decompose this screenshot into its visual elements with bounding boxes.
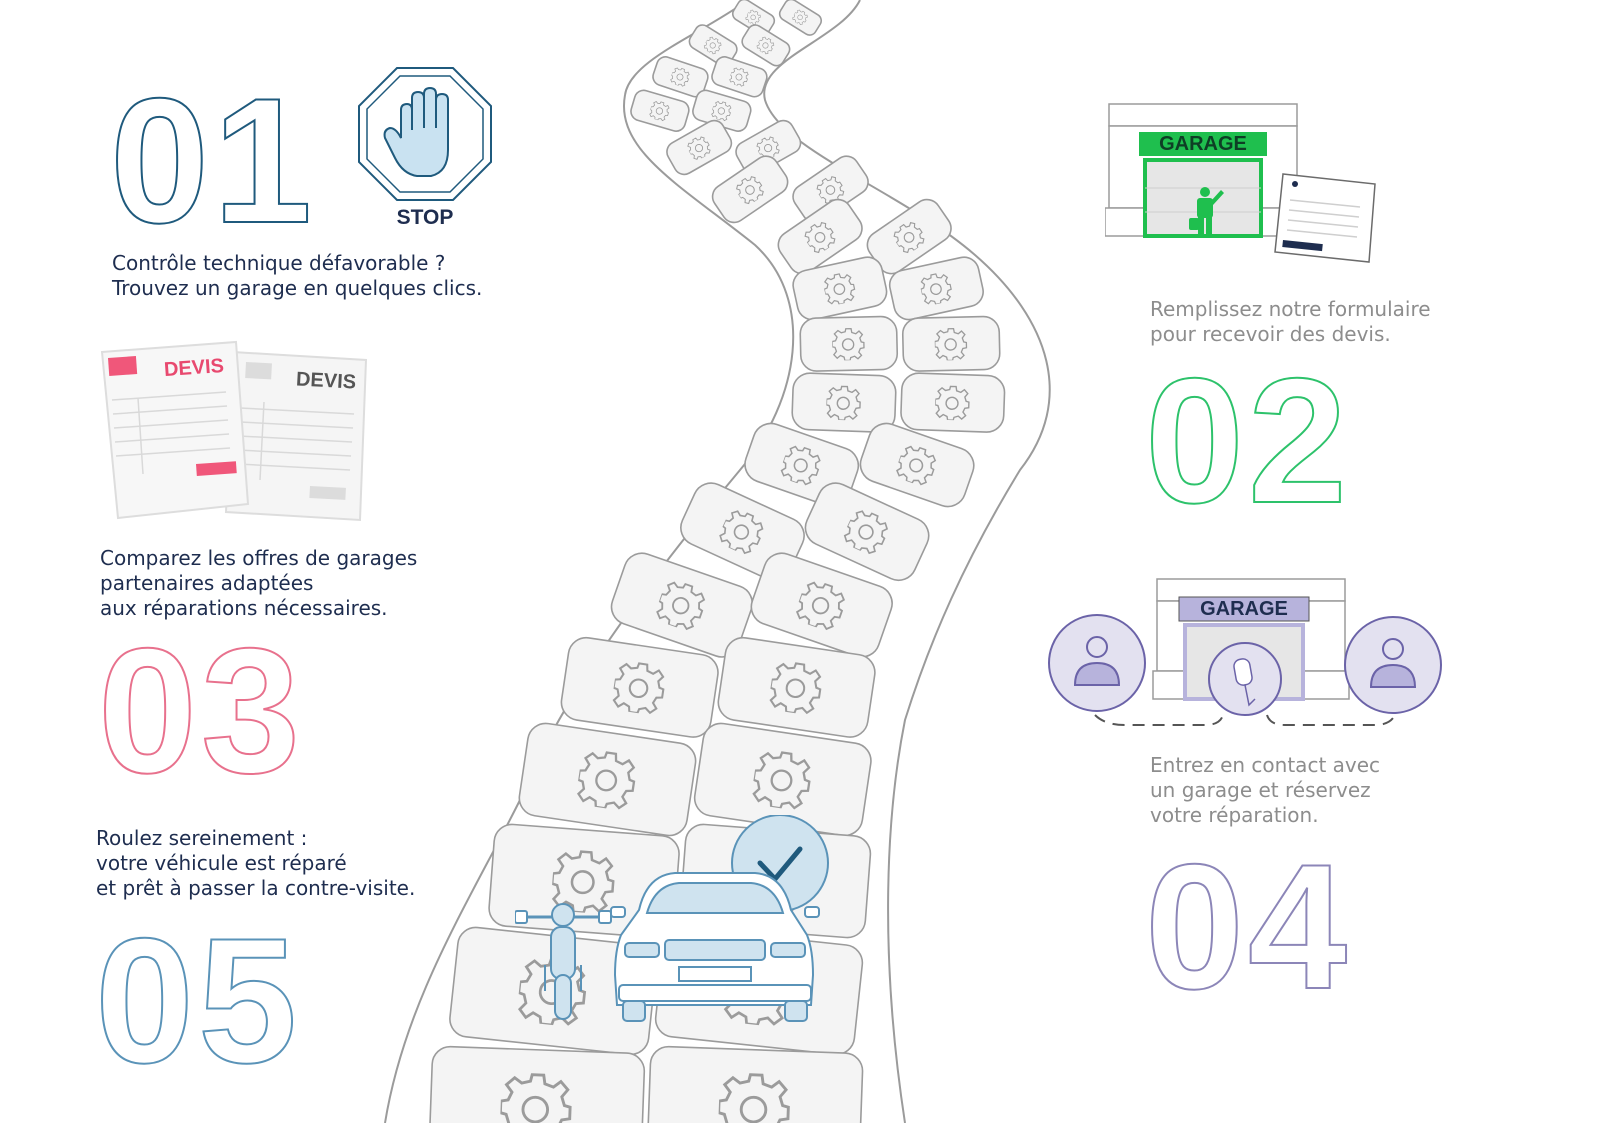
vehicles-illustration bbox=[514, 814, 845, 1055]
form-document-icon bbox=[1274, 173, 1376, 263]
step-02-number: 02 bbox=[1144, 341, 1351, 540]
step-05-text: Roulez sereinement : votre véhicule est … bbox=[96, 826, 416, 900]
car-icon bbox=[610, 872, 820, 1022]
hand-stop-icon bbox=[383, 86, 449, 177]
quote-document-icon bbox=[224, 350, 368, 522]
gear-tile bbox=[888, 256, 984, 321]
gear-tile bbox=[652, 56, 709, 98]
step-03-number: 03 bbox=[97, 611, 304, 810]
gear-tile bbox=[688, 24, 738, 67]
garage-form-illustration: GARAGE bbox=[1104, 100, 1385, 270]
gear-tile bbox=[799, 315, 899, 372]
motorcycle-icon bbox=[514, 903, 612, 1020]
step-05-number: 05 bbox=[94, 901, 301, 1100]
gear-tile bbox=[646, 1045, 864, 1123]
devis-label-left: DEVIS bbox=[163, 354, 225, 382]
garage-sign-purple: GARAGE bbox=[1200, 598, 1288, 620]
step-04-text: Entrez en contact avec un garage et rése… bbox=[1150, 753, 1381, 827]
gear-tile bbox=[792, 256, 888, 321]
gear-tile bbox=[717, 636, 876, 738]
gear-tile bbox=[711, 56, 768, 98]
gear-tile bbox=[560, 636, 719, 738]
garage-contact-illustration: GARAGE bbox=[1045, 575, 1465, 735]
quote-document-icon-front bbox=[100, 340, 250, 520]
garage-icon bbox=[1104, 103, 1302, 238]
step-04-number: 04 bbox=[1144, 827, 1351, 1026]
gear-tile bbox=[666, 119, 733, 176]
key-icon bbox=[1208, 642, 1282, 716]
gear-tile bbox=[610, 552, 754, 658]
devis-label-right: DEVIS bbox=[295, 368, 357, 394]
connection-dashes bbox=[1094, 714, 1396, 726]
gear-tile bbox=[901, 315, 1001, 372]
gear-tile bbox=[731, 0, 776, 36]
stop-label: STOP bbox=[396, 206, 454, 229]
gear-tile bbox=[741, 24, 791, 67]
gear-tile bbox=[900, 372, 1006, 433]
gear-tile bbox=[711, 155, 789, 224]
gear-tile bbox=[630, 89, 690, 132]
road-edge-left bbox=[384, 0, 795, 1123]
user-icon bbox=[1048, 614, 1146, 712]
step-01-number: 01 bbox=[109, 61, 316, 260]
step-01-text: Contrôle technique défavorable ? Trouvez… bbox=[112, 251, 483, 300]
gear-tile bbox=[518, 722, 697, 837]
stop-sign: STOP bbox=[355, 64, 495, 234]
gear-tile bbox=[804, 482, 930, 582]
gear-tile bbox=[778, 0, 823, 36]
user-icon-right bbox=[1344, 616, 1442, 714]
road-edge-right bbox=[763, 0, 1051, 1123]
gear-tile bbox=[859, 422, 975, 508]
gear-tile bbox=[750, 552, 893, 658]
garage-sign-green: GARAGE bbox=[1159, 133, 1247, 155]
gear-tile bbox=[777, 198, 863, 275]
devis-documents: DEVIS DEVIS bbox=[98, 340, 378, 540]
step-02-text: Remplissez notre formulaire pour recevoi… bbox=[1150, 297, 1431, 346]
step-03-text: Comparez les offres de garages partenair… bbox=[100, 546, 418, 620]
gear-tile bbox=[791, 372, 897, 433]
gear-tile bbox=[428, 1045, 646, 1123]
